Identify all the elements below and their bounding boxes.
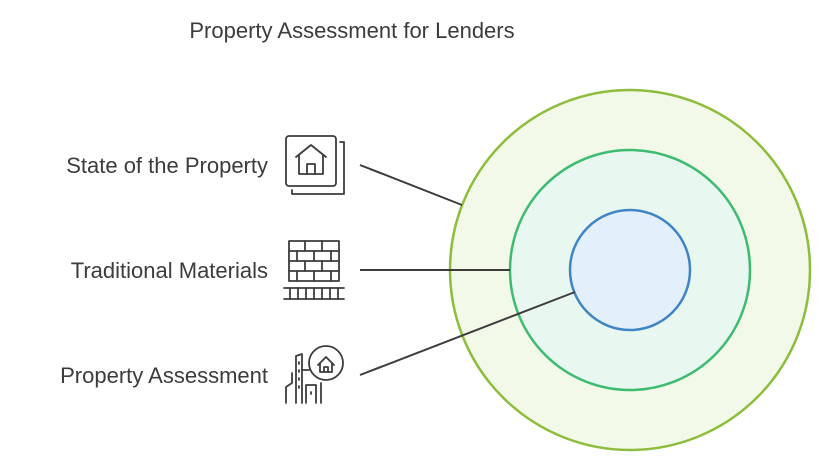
- label-state-of-property: State of the Property: [66, 153, 268, 178]
- label-property-assessment: Property Assessment: [60, 363, 268, 388]
- brick-wall-icon: [283, 240, 345, 300]
- connector-line-property-assessment: [359, 291, 576, 376]
- diagram-title: Property Assessment for Lenders: [189, 18, 514, 43]
- label-traditional-materials: Traditional Materials: [71, 258, 268, 283]
- inner-ring: [568, 208, 692, 332]
- connector-line-state-of-property: [359, 164, 463, 206]
- city-house-icon: [285, 345, 344, 404]
- framed-house-icon: [285, 135, 345, 195]
